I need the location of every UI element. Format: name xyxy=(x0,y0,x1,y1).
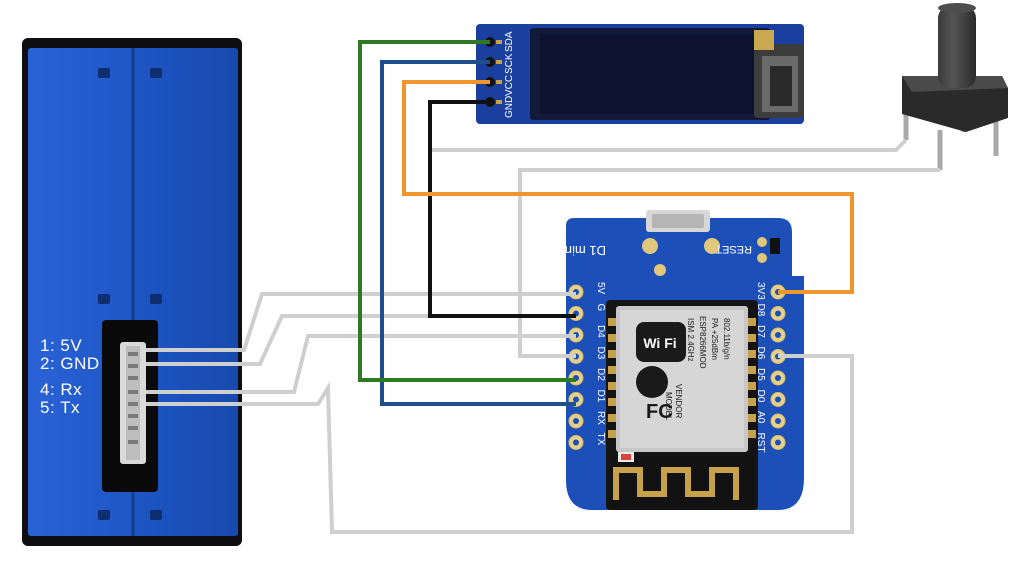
header-pin-hole xyxy=(573,396,579,403)
pin-label-rst: RST xyxy=(755,433,766,453)
pin-label-d0: D0 xyxy=(755,390,766,403)
header-pin-hole xyxy=(573,439,579,446)
module-pad xyxy=(748,366,756,374)
module-pad xyxy=(748,382,756,390)
pin-label-tx: TX xyxy=(595,433,606,446)
module-vendor: VENDOR xyxy=(674,384,683,418)
module-pad xyxy=(608,366,616,374)
oled-pin-label-vcc: VCC xyxy=(504,75,515,96)
module-pad xyxy=(748,414,756,422)
oled-pin-label-sck: SCK xyxy=(504,53,515,74)
pin-label-3v3: 3V3 xyxy=(755,282,766,300)
pin-label-a0: A0 xyxy=(755,411,766,424)
header-pin-hole xyxy=(573,418,579,424)
header-pin-hole xyxy=(775,310,781,317)
header-pin-hole xyxy=(775,375,781,381)
wire-oled-sda xyxy=(358,40,576,382)
wire-oled-gnd xyxy=(428,100,576,318)
module-pad xyxy=(748,398,756,406)
tactile-button xyxy=(902,3,1008,170)
pin-label-d5: D5 xyxy=(755,368,766,381)
sensor-pin-label: 2: GND xyxy=(40,354,100,373)
module-pad xyxy=(608,334,616,342)
pin-label-d6: D6 xyxy=(755,347,766,360)
header-pin-hole xyxy=(775,332,781,338)
pin-label-d2: D2 xyxy=(595,368,606,381)
fcc-logo: FC xyxy=(646,401,673,423)
sensor-pin-label: 1: 5V xyxy=(40,336,83,355)
module-pad xyxy=(748,334,756,342)
wire-sensor-5v xyxy=(146,292,576,352)
module-pad xyxy=(608,430,616,438)
header-pin-hole xyxy=(775,396,781,403)
module-pad xyxy=(748,430,756,438)
oled-pin-label-sda: SDA xyxy=(504,31,515,52)
pin-label-d4: D4 xyxy=(595,325,606,338)
module-model: ESP8266MOD xyxy=(698,316,707,369)
pin-label-5v: 5V xyxy=(595,282,606,295)
pin-label-d1: D1 xyxy=(595,390,606,403)
sensor-pin-label: 4: Rx xyxy=(40,380,83,399)
wire-sensor-tx xyxy=(146,354,854,534)
module-spec-ism: ISM 2.4GHz xyxy=(686,318,695,362)
module-pad xyxy=(608,414,616,422)
header-pin-hole xyxy=(775,439,781,446)
module-spec-standard: 802.11b/g/n xyxy=(722,318,731,360)
module-pad xyxy=(608,318,616,326)
wires xyxy=(146,40,940,534)
module-model-label: MODEL xyxy=(664,392,673,421)
pin-label-d8: D8 xyxy=(755,304,766,317)
particle-sensor xyxy=(22,38,242,546)
wire-oled-sck xyxy=(380,60,576,406)
module-pad xyxy=(748,318,756,326)
pin-label-g: G xyxy=(595,304,606,312)
wire-sensor-rx xyxy=(146,334,576,394)
wire-button-b xyxy=(518,168,940,358)
module-pad xyxy=(748,350,756,358)
wifi-logo: Wi Fi xyxy=(643,335,676,351)
module-spec-pa: PA +25dBm xyxy=(710,318,719,360)
wire-oled-vcc xyxy=(402,80,854,294)
pin-label-rx: RX xyxy=(595,411,606,425)
reset-label: RESET xyxy=(715,243,752,255)
sensor-pin-label: 5: Tx xyxy=(40,398,80,417)
header-pin-hole xyxy=(775,418,781,424)
module-pad xyxy=(608,398,616,406)
module-pad xyxy=(608,382,616,390)
oled-pin-label-gnd: GND xyxy=(504,96,515,118)
d1-mini-board: FC Wi Fi ESP8266MOD ISM 2.4GHz PA +25dBm… xyxy=(562,210,804,510)
pin-label-d7: D7 xyxy=(755,325,766,338)
wire-button-a xyxy=(432,138,908,152)
module-pad xyxy=(608,350,616,358)
board-title: D1 mini xyxy=(562,243,606,258)
pin-label-d3: D3 xyxy=(595,347,606,360)
